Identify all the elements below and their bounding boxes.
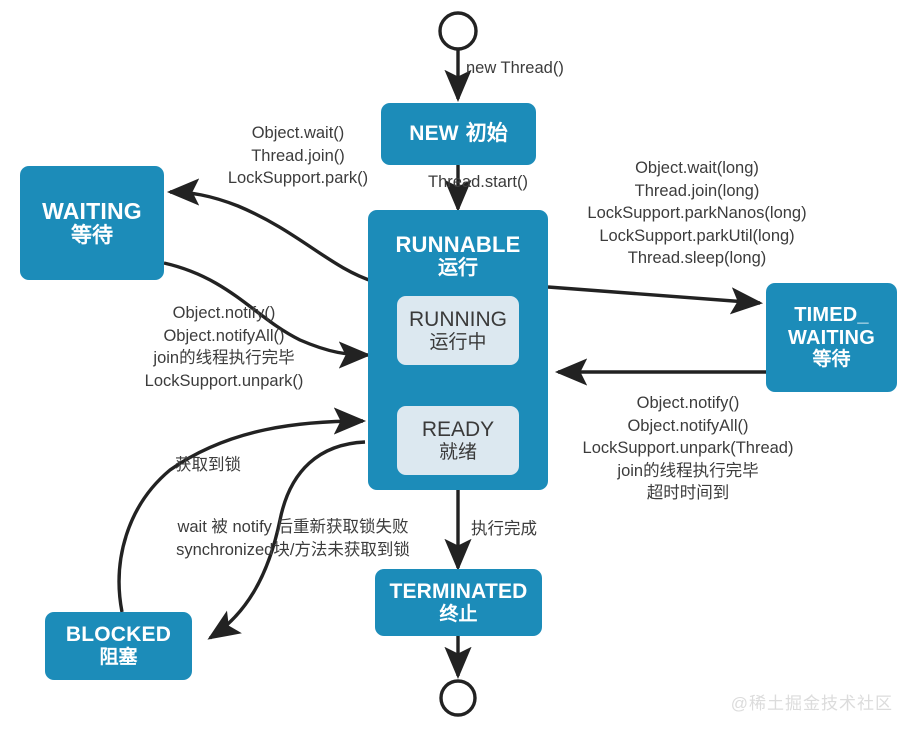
node-timed-waiting-label-cn: 等待 xyxy=(812,349,851,371)
node-ready[interactable]: READY 就绪 xyxy=(397,406,519,475)
edge-label-to-waiting: Object.wait() Thread.join() LockSupport.… xyxy=(227,124,369,188)
node-waiting[interactable]: WAITING 等待 xyxy=(20,166,164,280)
node-running-label-cn: 运行中 xyxy=(429,331,487,353)
node-runnable-label-cn: 运行 xyxy=(438,257,478,280)
edge-runnable-to-blocked xyxy=(207,440,366,640)
edge-label-to-timed-waiting: Object.wait(long) Thread.join(long) Lock… xyxy=(587,159,807,268)
node-ready-label-cn: 就绪 xyxy=(438,441,477,463)
edge-runnable-to-timedwaiting xyxy=(547,285,764,315)
edge-blocked-to-runnable xyxy=(117,407,367,613)
node-waiting-label-cn: 等待 xyxy=(71,224,113,248)
start-circle xyxy=(438,11,478,51)
edge-waiting-to-runnable xyxy=(163,261,372,369)
node-new-label-cn: 初始 xyxy=(465,122,508,146)
watermark: @稀土掘金技术社区 xyxy=(730,694,893,713)
edge-label-from-timed-waiting: Object.notify() Object.notifyAll() LockS… xyxy=(582,394,794,503)
node-waiting-label-en: WAITING xyxy=(42,197,142,224)
node-terminated-label-en: TERMINATED xyxy=(389,579,528,603)
edge-label-new-thread: new Thread() xyxy=(466,59,564,77)
node-blocked-label-cn: 阻塞 xyxy=(99,647,138,669)
edge-label-got-lock: 获取到锁 xyxy=(175,456,241,474)
node-timed-waiting-label-en-line1: TIMED_ xyxy=(794,303,869,326)
node-blocked-label-en: BLOCKED xyxy=(65,623,172,647)
edge-label-from-waiting: Object.notify() Object.notifyAll() join的… xyxy=(144,304,304,390)
edge-label-finish: 执行完成 xyxy=(471,520,537,538)
node-terminated-label-cn: 终止 xyxy=(439,603,478,625)
node-blocked[interactable]: BLOCKED 阻塞 xyxy=(45,612,192,680)
node-runnable-label-en: RUNNABLE xyxy=(395,232,521,257)
edge-runnable-to-waiting xyxy=(166,178,376,284)
node-timed-waiting-label-en-line2: WAITING xyxy=(788,326,875,349)
node-terminated[interactable]: TERMINATED 终止 xyxy=(375,569,542,636)
node-timed-waiting[interactable]: TIMED_ WAITING 等待 xyxy=(766,283,897,392)
node-running[interactable]: RUNNING 运行中 xyxy=(397,296,519,365)
node-new-label-en: NEW xyxy=(409,122,459,146)
edge-label-thread-start: Thread.start() xyxy=(428,173,528,191)
node-running-label-en: RUNNING xyxy=(409,307,507,331)
end-circle xyxy=(439,679,477,717)
node-new[interactable]: NEW 初始 xyxy=(381,103,536,165)
node-ready-label-en: READY xyxy=(421,417,495,441)
edge-label-to-blocked: wait 被 notify 后重新获取锁失败 synchronized块/方法未… xyxy=(176,518,410,559)
